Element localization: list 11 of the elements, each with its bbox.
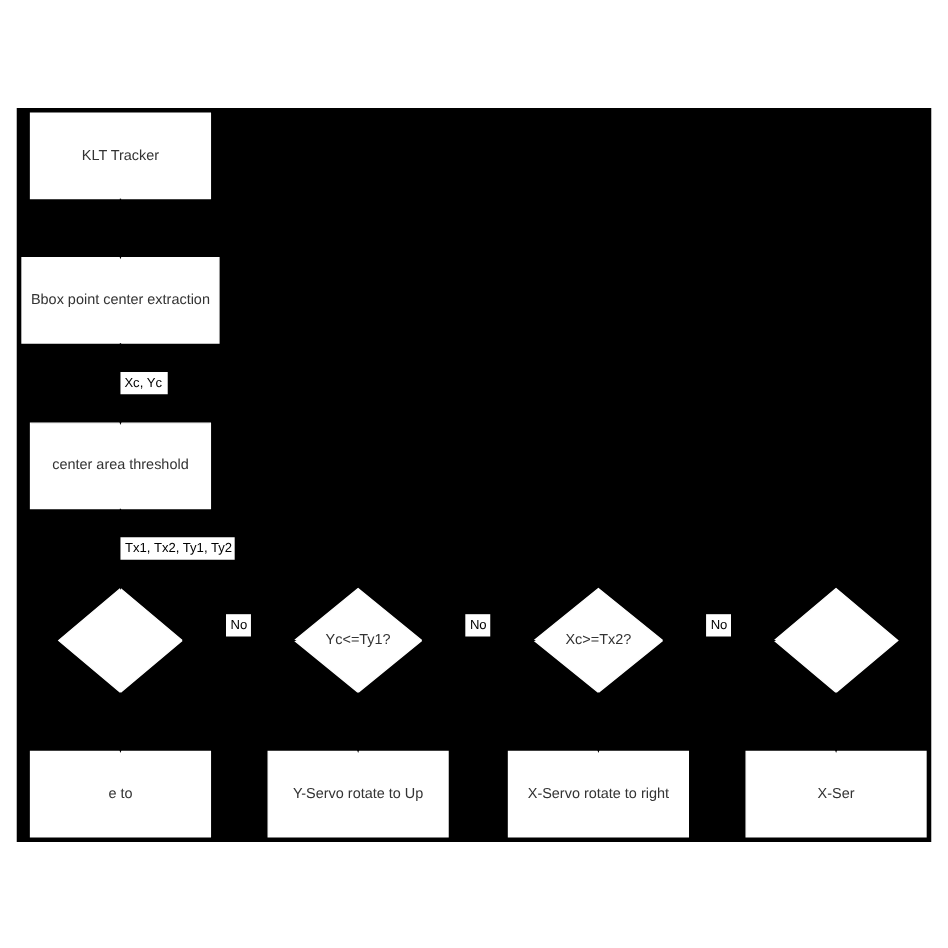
node-box: X-Ser: [745, 749, 927, 837]
node-diamond: Xc>=Tx2?: [533, 586, 664, 693]
node-box: e to: [29, 749, 212, 837]
node-box: X-Servo rotate to right: [507, 749, 689, 837]
node-box: Y-Servo rotate to Up: [267, 749, 449, 837]
node-diamond: Yc<=Ty1?: [293, 586, 423, 693]
node-box: center area threshold: [29, 421, 212, 509]
node-box: KLT Tracker: [29, 111, 212, 199]
node-box: Bbox point center extraction: [21, 256, 220, 343]
node-diamond: [57, 586, 184, 693]
node-diamond: [773, 586, 899, 693]
